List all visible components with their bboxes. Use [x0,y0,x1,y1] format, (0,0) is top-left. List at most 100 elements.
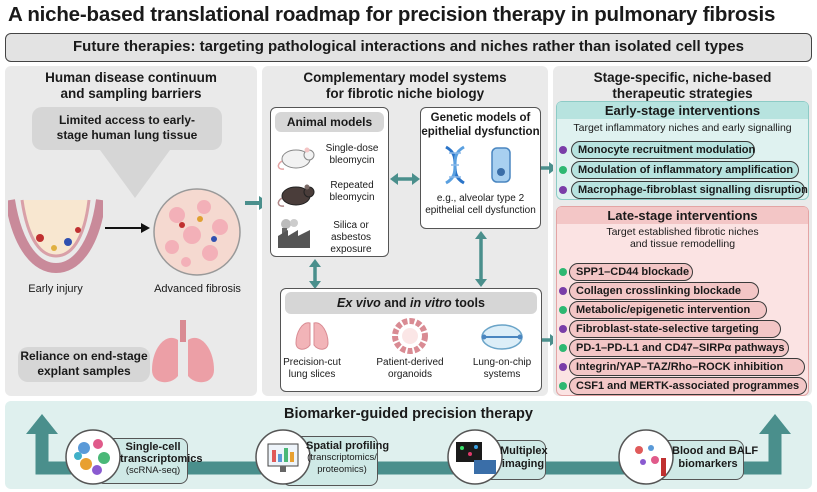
tools-title-invitro: in vitro [409,296,452,310]
lungs-icon [152,320,214,383]
limited-access-line1: Limited access to early- [58,113,196,127]
bubble-pointer-icon [100,150,170,198]
late-stage-title: Late-stage interventions [557,207,808,224]
organoid-line1: Patient-derived [376,357,444,368]
single-dose-line2: bleomycin [329,155,375,166]
single-cell-line2: transcriptomics [120,453,203,465]
genetic-example: e.g., alveolar type 2 epithelial cell dy… [420,193,541,217]
blood-balf-icon [618,429,674,485]
tools-title-and: and [380,296,410,310]
late-item-3: Metabolic/epigenetic intervention [569,301,767,319]
late-item-6: Integrin/YAP–TAZ/Rho–ROCK inhibition [569,358,805,376]
early-stage-box: Early-stage interventions Target inflamm… [556,101,809,200]
tools-title: Ex vivo and in vitro tools [285,292,537,314]
single-dose-label: Single-dose bleomycin [318,143,386,167]
silica-line1: Silica or asbestos [330,220,372,243]
silica-label: Silica or asbestos exposure [314,220,388,256]
blood-balf-text: Blood and BALF biomarkers [672,445,759,471]
late-stage-subtitle-1: Target established fibrotic niches [606,226,759,238]
genetic-models-card [420,107,541,229]
dark-mouse-icon [277,184,315,207]
early-dot-2 [559,166,567,174]
left-heading-2: and sampling barriers [60,86,202,101]
lung-chip-line1: Lung-on-chip [472,357,532,368]
blood-balf-line1: Blood and BALF [672,445,759,457]
repeated-label: Repeated bleomycin [318,180,386,204]
early-dot-1 [559,146,567,154]
late-dot-4 [559,325,567,333]
early-item-2: Modulation of inflammatory amplification [571,161,799,179]
single-cell-text: Single-cell transcriptomics (scRNA-seq) [120,441,203,477]
left-heading-1: Human disease continuum [45,70,217,85]
factory-icon [278,219,310,248]
blood-balf-line2: biomarkers [678,458,738,470]
late-item-7: CSF1 and MERTK-associated programmes [569,377,807,395]
animal-genetic-arrow-icon [390,173,420,185]
pcls-line2: lung slices [288,369,336,380]
multiplex-line2: imaging [501,458,545,470]
late-dot-7 [559,382,567,390]
late-item-4: Fibroblast-state-selective targeting [569,320,781,338]
early-stage-title: Early-stage interventions [557,102,808,119]
early-item-1: Monocyte recruitment modulation [571,141,755,159]
late-dot-1 [559,268,567,276]
advanced-fibrosis-label: Advanced fibrosis [154,283,241,295]
spatial-profiling-icon [255,429,311,485]
limited-access-line2: stage human lung tissue [56,128,198,142]
spatial-line2: (transcriptomics/ [307,452,377,463]
biomarker-heading: Biomarker-guided precision therapy [284,406,533,422]
early-injury-label: Early injury [28,283,83,295]
silica-line2: exposure [330,244,372,255]
organoid-label: Patient-derived organoids [370,357,450,381]
limited-access-bubble: Limited access to early- stage human lun… [32,107,222,150]
late-dot-2 [559,287,567,295]
middle-heading-2: for fibrotic niche biology [325,86,485,101]
single-cell-line3: (scRNA-seq) [125,465,181,476]
lung-on-chip-icon [481,324,523,350]
animal-tools-arrow-icon [309,259,321,289]
page-title: A niche-based translational roadmap for … [8,3,776,26]
late-item-2: Collagen crosslinking blockade [569,282,759,300]
spatial-line1: Spatial profiling [306,440,390,452]
spatial-text: Spatial profiling (transcriptomics/ prot… [306,440,390,476]
lung-chip-line2: systems [483,369,521,380]
pcls-label: Precision-cut lung slices [280,357,344,381]
genetic-title-line1: Genetic models of [430,112,531,124]
late-stage-box: Late-stage interventions Target establis… [556,206,809,396]
late-dot-3 [559,306,567,314]
repeated-line1: Repeated [330,180,374,191]
multiplex-imaging-icon [447,429,503,485]
multiplex-line1: Multiplex [500,445,548,457]
animal-models-title: Animal models [275,112,384,132]
multiplex-text: Multiplex imaging [500,445,548,471]
early-item-3: Macrophage-fibroblast signalling disrupt… [571,181,808,199]
tools-title-rest: tools [451,296,485,310]
white-mouse-icon [277,147,315,170]
progression-arrow-icon [105,223,150,233]
single-cell-icon [65,429,121,485]
genetic-tools-arrow-icon [475,231,487,287]
lung-chip-label: Lung-on-chip systems [464,357,540,381]
lung-slice-icon [295,322,329,350]
genetic-title-line2: epithelial dysfunction [421,126,540,138]
reliance-line1: Reliance on end-stage [20,349,148,363]
genetic-example-line1: e.g., alveolar type 2 [436,193,525,204]
late-item-1: SPP1–CD44 blockade [569,263,693,281]
animal-models-card [270,107,389,257]
dna-icon [445,145,465,185]
right-heading-1: Stage-specific, niche-based [593,70,772,85]
early-injury-airway-icon [8,199,103,274]
tools-title-exvivo: Ex vivo [337,296,381,310]
epithelial-cell-icon [491,147,511,183]
reliance-line2: explant samples [37,364,131,378]
biomarker-flow-arrow-icon [26,414,791,475]
early-dot-3 [559,186,567,194]
single-dose-line1: Single-dose [325,143,379,154]
late-stage-subtitle-2: and tissue remodelling [629,238,736,250]
single-cell-line1: Single-cell [125,441,181,453]
genetic-title: Genetic models of epithelial dysfunction [420,111,541,139]
organoid-line2: organoids [388,369,432,380]
advanced-fibrosis-icon [153,188,241,276]
reliance-bubble: Reliance on end-stage explant samples [18,347,150,382]
middle-heading-1: Complementary model systems [303,70,507,85]
